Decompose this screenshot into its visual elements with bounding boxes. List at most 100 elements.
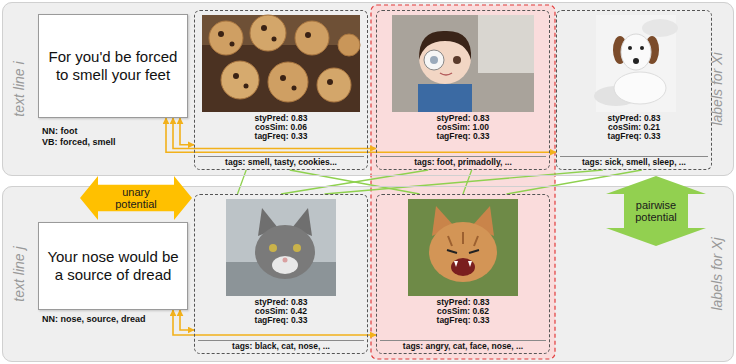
chip [230,42,235,47]
doll-dress [418,84,472,112]
cat-stripes [448,232,478,246]
chip [292,86,297,91]
mouth [440,73,452,75]
score-value: styPred: 0.83 [380,114,546,123]
cookie [268,62,308,102]
eye [430,56,438,64]
pos-label-anchor: NN: nose, source, dread [42,314,146,324]
score-value: styPred: 0.83 [198,298,364,307]
nose [283,258,288,263]
pos-tag-label: NN: nose, source, dread [42,314,146,324]
unary-potential-arrow: unary potential [80,176,192,220]
score-value: cosSim: 0.21 [560,123,708,132]
photo-ground [392,15,534,112]
unary-link [180,118,194,145]
cat-mouth [451,258,475,276]
text-line: For you'd be forced to smell your feet [47,48,179,84]
dog-photo [594,15,678,112]
cat-head [429,222,497,282]
chip [218,31,224,37]
pairwise-potential-arrow: pairwise potential [606,176,706,246]
angry-cat-photo [408,199,518,296]
tag-list: tags: black, cat, nose, ... [198,340,364,352]
text-line-name: text line j [11,246,27,301]
cat-muzzle [272,256,298,274]
panel-ground [2,2,734,176]
chip [261,25,267,31]
score-value: cosSim: 0.42 [198,307,364,316]
tag-list: tags: angry, cat, face, nose, ... [380,340,546,352]
score-value: styPred: 0.83 [560,114,708,123]
photo-ground [202,15,360,112]
image-label-card: styPred: 0.83cosSim: 1.00tagFreq: 0.33 ta… [376,10,550,170]
text-line-box: Your nose would be a source of dread [38,222,188,310]
eye [293,244,301,252]
chip [272,37,277,42]
score-value: tagFreq: 0.33 [560,132,708,141]
text-line-panel: For you'd be forced to smell your feet st… [2,2,734,176]
tag-list: tags: sick, smell, sleep, ... [560,156,708,168]
cookie [221,61,259,99]
dog-head [621,34,651,70]
tooth [454,261,458,267]
cookie [317,68,351,102]
potential-name: pairwise potential [626,199,686,223]
unary-link [166,118,556,152]
label-set-name: labels for Xj [709,237,725,310]
text-line: Your nose would be a source of dread [47,248,179,284]
cat-head [255,225,315,279]
cookie [338,34,360,56]
pos-tag-label: NN: foot [42,126,78,136]
score-value: cosSim: 1.00 [380,123,546,132]
score-value: cosSim: 0.62 [380,307,546,316]
cookies-photo [202,15,360,112]
label-set-name: labels for Xi [709,52,725,125]
score-value: tagFreq: 0.33 [198,132,364,141]
image-label-card: styPred: 0.83cosSim: 0.62tagFreq: 0.33 ta… [376,194,550,354]
doll-photo [392,15,534,112]
chip [280,75,286,81]
dog-body [614,72,666,104]
chip [327,79,333,85]
photo-ground [408,199,518,296]
eye [640,46,644,50]
blanket-fold [642,19,678,37]
eye [628,46,632,50]
chip [305,32,311,38]
cookie [209,21,243,55]
eye-patch [424,50,444,70]
cookie [295,21,329,55]
window [478,15,534,73]
score-value: tagFreq: 0.33 [380,316,546,325]
potential-name: unary potential [101,186,171,210]
eye [447,250,479,253]
score-value: tagFreq: 0.33 [380,132,546,141]
pos-label-anchor: NN: foot [42,126,78,136]
score-value: cosSim: 0.06 [198,123,364,132]
unary-link [180,310,194,330]
pos-tag-label: VB: forced, smell [42,137,116,147]
tag-list: tags: foot, primadolly, ... [380,156,546,168]
score-value: tagFreq: 0.33 [198,316,364,325]
cat-photo [226,199,336,296]
text-line-box: For you'd be forced to smell your feet [38,14,188,118]
pairwise-link [325,170,603,194]
tag-list: tags: smell, tasty, cookies... [198,156,364,168]
text-line-name: text line i [11,61,27,116]
tooth [468,261,472,267]
score-value: styPred: 0.83 [380,298,546,307]
eye [269,244,277,252]
double-arrow [80,176,192,220]
pairwise-link [281,170,428,194]
pairwise-link [238,170,247,194]
chip [244,84,249,89]
image-label-card: styPred: 0.83cosSim: 0.06tagFreq: 0.33 ta… [194,10,368,170]
photo-ground [226,199,336,296]
eye [453,56,461,64]
chip [233,73,239,79]
image-label-card: styPred: 0.83cosSim: 0.42tagFreq: 0.33 ta… [194,194,368,354]
image-label-card: styPred: 0.83cosSim: 0.21tagFreq: 0.33 ta… [556,10,712,170]
pos-label-anchor: VB: forced, smell [42,137,116,147]
score-value: styPred: 0.83 [198,114,364,123]
